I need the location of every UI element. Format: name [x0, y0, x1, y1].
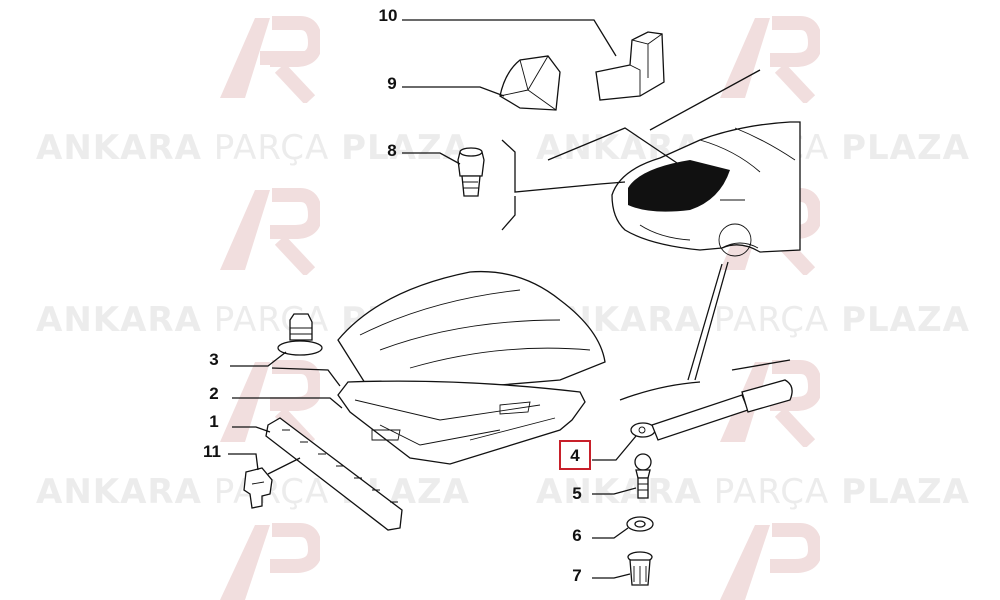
- callout-label-4[interactable]: 4: [570, 446, 580, 465]
- ball-stud: [634, 453, 652, 499]
- insulation-pad: [499, 55, 561, 111]
- buffer-pin: [457, 147, 485, 197]
- callout-label-11[interactable]: 11: [203, 442, 221, 461]
- callout-label-1[interactable]: 1: [209, 412, 219, 431]
- ap-monogram-logo: [720, 16, 820, 103]
- callout-label-5[interactable]: 5: [572, 484, 582, 503]
- nut-insert: [627, 551, 653, 586]
- ap-monogram-logo: [220, 16, 320, 103]
- hood-panel: [337, 270, 606, 465]
- car-illustration: [611, 121, 801, 257]
- leader-lines: [228, 19, 791, 579]
- callout-label-6[interactable]: 6: [572, 526, 582, 545]
- highlight-box: [559, 440, 591, 470]
- watermark-text: ANKARA PARÇA PLAZA: [536, 472, 970, 512]
- retaining-clip: [243, 467, 273, 509]
- callout-label-10[interactable]: 10: [378, 6, 398, 25]
- ap-monogram-logo: [220, 523, 320, 600]
- callout-label-2[interactable]: 2: [209, 384, 219, 403]
- callout-label-8[interactable]: 8: [387, 141, 397, 160]
- callout-label-7[interactable]: 7: [572, 566, 582, 585]
- corner-block: [595, 31, 665, 101]
- ap-monogram-logo: [220, 188, 320, 275]
- hood-seal-strip: [265, 417, 403, 531]
- callout-label-3[interactable]: 3: [209, 350, 219, 369]
- ap-monogram-logo: [720, 523, 820, 600]
- watermark-text: ANKARA PARÇA PLAZA: [36, 472, 470, 512]
- callout-label-9[interactable]: 9: [387, 74, 397, 93]
- watermark-text: ANKARA PARÇA PLAZA: [36, 128, 470, 168]
- hood-gas-strut: [630, 379, 793, 441]
- washer: [626, 516, 654, 532]
- rubber-bump-stop: [277, 313, 323, 356]
